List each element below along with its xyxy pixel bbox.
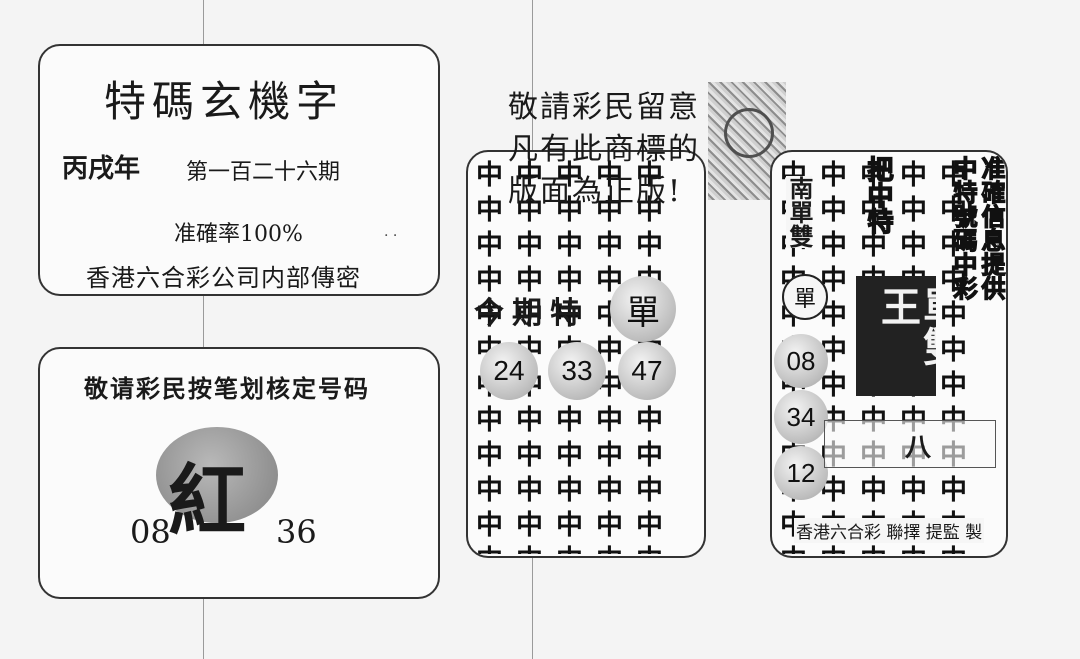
digit-box: 八 xyxy=(824,420,996,468)
right-ball-3: 12 xyxy=(774,446,828,500)
left-column-text: 南單雙 xyxy=(785,176,813,248)
issue-label: 第一百二十六期 xyxy=(186,160,341,185)
top-ball: 單 xyxy=(610,276,676,342)
column-text-1: 把中特 xyxy=(862,155,894,235)
digit-label: 八 xyxy=(905,433,932,463)
dark-block-text: 單雙王 xyxy=(874,286,936,366)
bottom-left-panel: 敬请彩民按笔划核定号码 紅 08 36 xyxy=(38,347,440,599)
top-left-panel: 特碼玄機字 丙戌年 第一百二十六期 准確率100% 香港六合彩公司内部傳密 xyxy=(38,44,440,296)
middle-label: 今期特 xyxy=(474,296,588,331)
middle-ball-3: 47 xyxy=(618,342,676,400)
accuracy-label: 准確率100% xyxy=(174,222,303,247)
middle-ball-1-text: 24 xyxy=(493,355,525,386)
dots-decoration: . . xyxy=(384,224,398,240)
middle-ball-2-text: 33 xyxy=(561,355,593,386)
right-ball-1-text: 08 xyxy=(786,345,816,376)
right-panel: 中中中中中中中中中中中中中中中中中中中中中中中中中中中中中中中中中中中中中中中中… xyxy=(770,150,1008,558)
right-ball-1: 08 xyxy=(774,334,828,388)
middle-ball-1: 24 xyxy=(480,342,538,400)
right-ball-2: 34 xyxy=(774,390,828,444)
right-ball-2-text: 34 xyxy=(786,401,816,432)
top-ball-text: 單 xyxy=(626,292,660,333)
middle-pattern: 中中中中中中中中中中中中中中中中中中中中中中中中中中中中中中中中中中中中中中中中… xyxy=(476,160,676,554)
big-character: 紅 xyxy=(168,457,247,547)
number-left: 08 xyxy=(130,513,171,551)
source-label: 香港六合彩公司内部傳密 xyxy=(86,264,361,292)
middle-notice-line-3: 版面為正版! xyxy=(508,174,683,209)
number-right: 36 xyxy=(276,513,317,551)
middle-notice-line-1: 敬請彩民留意 xyxy=(508,90,700,125)
middle-ball-3-text: 47 xyxy=(631,355,663,386)
right-badge: 單 xyxy=(782,274,828,320)
right-ball-3-text: 12 xyxy=(786,457,816,488)
logo-wheel-icon xyxy=(724,108,774,158)
middle-panel: 中中中中中中中中中中中中中中中中中中中中中中中中中中中中中中中中中中中中中中中中… xyxy=(466,150,706,558)
year-label: 丙戌年 xyxy=(62,154,141,184)
panel-title: 特碼玄機字 xyxy=(104,77,345,126)
notice-text: 敬请彩民按笔划核定号码 xyxy=(84,374,370,403)
middle-notice-line-2: 凡有此商標的 xyxy=(508,132,700,167)
column-text-3: 中特號碼中彩 xyxy=(948,155,977,300)
fold-line-1 xyxy=(203,0,204,659)
right-badge-text: 單 xyxy=(793,287,816,312)
dark-block: 單雙王 xyxy=(856,276,936,396)
column-text-2: 准確信息提供 xyxy=(976,155,1005,300)
middle-ball-2: 33 xyxy=(548,342,606,400)
right-footer: 香港六合彩 聯擇 提監 製 xyxy=(794,518,985,543)
red-char-ball xyxy=(156,427,278,523)
